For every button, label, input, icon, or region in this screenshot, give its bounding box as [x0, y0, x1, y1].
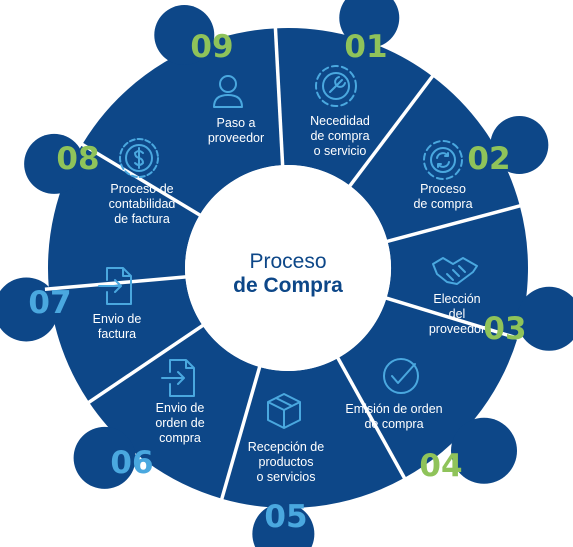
step-number-02: 02: [467, 141, 510, 177]
number-tab-03: [517, 286, 573, 351]
step-label-line: Necedidad: [310, 114, 370, 128]
separator-line: [44, 275, 188, 292]
step-label-line: proveedor: [429, 322, 485, 336]
step-label-line: Proceso: [420, 182, 466, 196]
separator-line: [84, 323, 206, 406]
document-send-icon: [161, 359, 195, 397]
number-tab-01: [339, 0, 400, 48]
gear-wrench-icon: [315, 65, 357, 107]
step-label-line: Envio de: [156, 401, 205, 415]
step-numbers: 01 02 03 04 05 06 07 08 09: [28, 29, 526, 535]
package-box-icon: [267, 393, 301, 429]
step-number-06: 06: [110, 445, 153, 481]
step-label-line: Paso a: [217, 116, 256, 130]
step-icons: [98, 65, 478, 429]
number-tab-09: [154, 5, 215, 66]
center-title-line2: de Compra: [233, 274, 343, 297]
gear-cycle-icon: [423, 140, 463, 180]
document-send-icon: [98, 267, 132, 305]
separator-line: [335, 355, 408, 483]
step-label-line: de compra: [310, 129, 369, 143]
center-title-line1: Proceso: [249, 250, 326, 273]
number-tab-04: [451, 417, 518, 484]
separator-line: [219, 364, 262, 504]
step-number-01: 01: [344, 29, 387, 65]
step-label-line: Envio de: [93, 312, 142, 326]
checkmark-circle-icon: [383, 358, 419, 394]
segment-step-02: [349, 76, 520, 242]
step-label-line: o servicios: [256, 470, 315, 484]
step-number-04: 04: [419, 448, 462, 484]
step-number-03: 03: [483, 311, 526, 347]
step-label-line: o servicio: [314, 144, 367, 158]
step-number-05: 05: [264, 499, 307, 535]
step-label-line: Emisión de orden: [345, 402, 442, 416]
step-label-line: factura: [98, 327, 136, 341]
step-label-line: compra: [159, 431, 201, 445]
user-icon: [213, 75, 243, 108]
segment-separators: [44, 24, 525, 504]
number-tab-06: [73, 426, 136, 489]
segment-step-07: [48, 276, 203, 403]
center-circle: [185, 165, 391, 371]
separator-line: [347, 72, 437, 189]
step-label-line: contabilidad: [109, 197, 176, 211]
step-label-line: de factura: [114, 212, 170, 226]
number-tab-08: [24, 133, 85, 194]
segment-step-04: [337, 298, 518, 478]
segment-step-01: [275, 28, 433, 186]
step-label-line: proveedor: [208, 131, 264, 145]
step-label-line: de compra: [413, 197, 472, 211]
handshake-icon: [432, 257, 478, 285]
separator-line: [273, 24, 285, 168]
step-number-07: 07: [28, 285, 71, 321]
step-label-line: del: [449, 307, 466, 321]
step-label-line: orden de: [155, 416, 204, 430]
separator-line: [385, 203, 525, 244]
step-label-line: Proceso de: [110, 182, 173, 196]
dollar-coin-icon: [119, 138, 159, 178]
segment-step-08: [48, 144, 200, 289]
step-number-09: 09: [190, 29, 233, 65]
segment-step-06: [89, 325, 260, 499]
step-label-line: Elección: [433, 292, 480, 306]
number-tab-05: [252, 502, 315, 547]
segment-step-03: [386, 205, 528, 339]
number-tab-07: [0, 277, 59, 342]
number-tab-02: [490, 115, 549, 174]
separator-line: [384, 295, 522, 342]
step-label-line: productos: [259, 455, 314, 469]
separator-line: [77, 140, 203, 218]
segment-step-05: [221, 358, 405, 508]
step-number-08: 08: [56, 141, 99, 177]
step-label-line: de compra: [364, 417, 423, 431]
step-label-line: Recepción de: [248, 440, 324, 454]
